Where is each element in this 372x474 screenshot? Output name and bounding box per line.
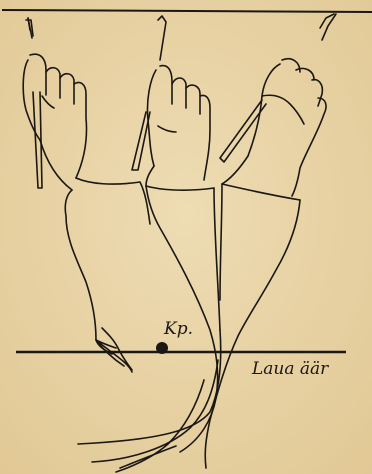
table-edge-label: Laua äär [251, 359, 329, 379]
pivot-point-label: Kp. [163, 319, 193, 339]
pivot-point-marker [156, 342, 168, 354]
